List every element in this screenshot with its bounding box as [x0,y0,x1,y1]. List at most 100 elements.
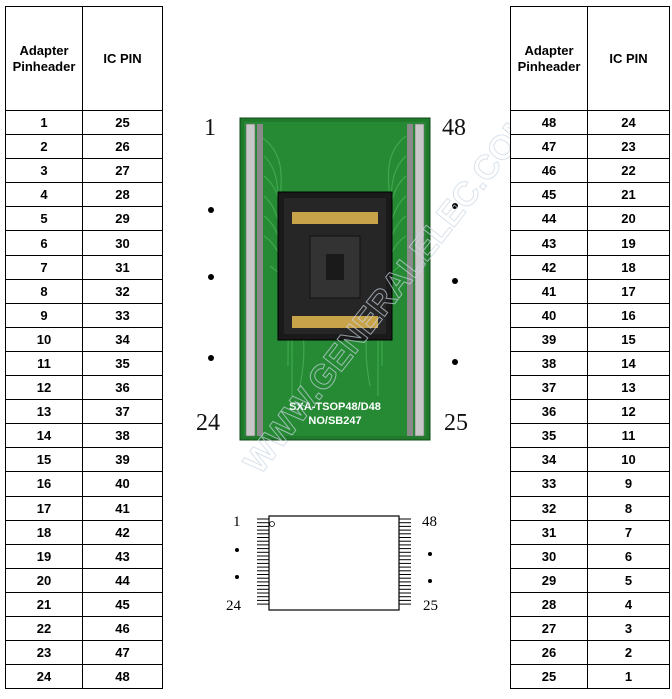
adapter-pin-cell: 20 [5,567,83,593]
adapter-pcb: SXA-TSOP48/D48 NO/SB247 [239,117,431,441]
adapter-pin-cell: 37 [510,375,588,401]
adapter-pin-cell: 29 [510,567,588,593]
chip-right-dot [428,579,432,583]
ic-pin-cell: 44 [82,567,163,593]
adapter-pinheader-header: Adapter Pinheader [5,6,83,111]
ic-pin-cell: 29 [82,206,163,232]
adapter-pin-cell: 43 [510,230,588,256]
ic-pin-cell: 42 [82,519,163,545]
ic-pin-cell: 22 [587,158,670,184]
adapter-pin-cell: 1 [5,109,83,136]
adapter-pin-cell: 18 [5,519,83,545]
ic-pin-cell: 25 [82,109,163,136]
adapter-pin-cell: 17 [5,495,83,521]
ic-pin-cell: 27 [82,158,163,184]
ic-pin-cell: 17 [587,278,670,304]
ic-pin-cell: 36 [82,375,163,401]
board-right-dot [452,278,458,284]
ic-pin-cell: 3 [587,615,670,642]
ic-pin-cell: 26 [82,134,163,160]
adapter-pin-cell: 33 [510,471,588,497]
adapter-pin-cell: 41 [510,278,588,304]
ic-pin-cell: 11 [587,423,670,449]
adapter-pin-cell: 36 [510,399,588,425]
adapter-pin-cell: 24 [5,664,83,690]
adapter-pin-cell: 26 [510,640,588,666]
ic-pin-cell: 8 [587,495,670,521]
adapter-pin-cell: 22 [5,615,83,642]
adapter-pin-cell: 14 [5,423,83,449]
ic-pin-cell: 41 [82,495,163,521]
board-pin-24-label: 24 [196,410,220,436]
adapter-pin-cell: 27 [510,615,588,642]
chip-pin-25-label: 25 [423,598,438,614]
adapter-pin-cell: 25 [510,664,588,690]
adapter-pin-cell: 5 [5,206,83,232]
board-pin-1-label: 1 [204,115,216,141]
chip-pin-24-label: 24 [226,598,241,614]
adapter-pin-cell: 11 [5,350,83,377]
board-silkscreen-line2: NO/SB247 [308,415,361,427]
adapter-pin-cell: 31 [510,519,588,545]
left-table-header-row: Adapter Pinheader IC PIN [5,6,163,111]
ic-pin-cell: 16 [587,302,670,328]
ic-pin-cell: 23 [587,134,670,160]
ic-pin-cell: 35 [82,350,163,377]
adapter-pin-cell: 47 [510,134,588,160]
ic-pin-cell: 45 [82,591,163,617]
adapter-pin-cell: 45 [510,182,588,208]
ic-pin-cell: 14 [587,350,670,377]
ic-pin-cell: 37 [82,399,163,425]
ic-pin-header: IC PIN [587,6,670,111]
adapter-pinheader-header: Adapter Pinheader [510,6,588,111]
ic-pin-cell: 28 [82,182,163,208]
tsop48-chip-diagram [257,515,411,611]
ic-pin-cell: 4 [587,591,670,617]
ic-pin-cell: 31 [82,254,163,280]
adapter-pin-cell: 4 [5,182,83,208]
adapter-pin-cell: 28 [510,591,588,617]
adapter-pin-cell: 19 [5,543,83,569]
ic-pin-cell: 15 [587,326,670,352]
adapter-pin-cell: 34 [510,447,588,473]
chip-left-dot [235,575,239,579]
adapter-pin-cell: 12 [5,375,83,401]
ic-pin-cell: 24 [587,109,670,136]
ic-pin-cell: 40 [82,471,163,497]
board-left-dot [208,207,214,213]
adapter-pin-cell: 35 [510,423,588,449]
ic-pin-cell: 5 [587,567,670,593]
chip-left-dot [235,548,239,552]
adapter-pin-cell: 46 [510,158,588,184]
